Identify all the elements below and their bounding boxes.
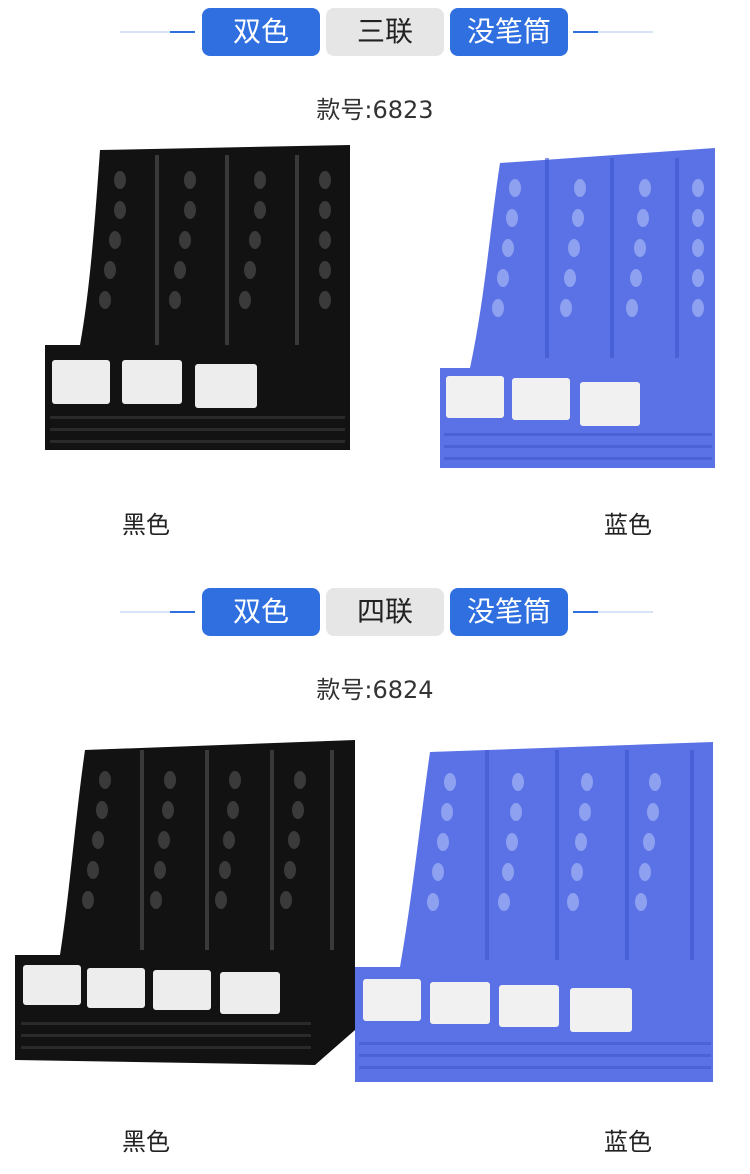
- black-file-rack-image: [45, 145, 350, 450]
- divider-line: [573, 611, 653, 613]
- divider-line: [573, 31, 653, 33]
- tag-no-pen-holder: 没笔筒: [450, 8, 568, 56]
- product-section-6823: 双色 三联 没笔筒 款号:6823: [0, 0, 750, 580]
- product-caption-blue: 蓝色: [604, 1128, 652, 1156]
- tag-three-slot: 三联: [326, 8, 444, 56]
- product-caption-black: 黑色: [122, 511, 170, 539]
- feature-tag-row: 双色 四联 没笔筒: [0, 588, 750, 636]
- product-caption-blue: 蓝色: [604, 511, 652, 539]
- blue-file-rack-image: [440, 148, 715, 468]
- tag-no-pen-holder: 没笔筒: [450, 588, 568, 636]
- model-number: 款号:6824: [316, 676, 434, 704]
- tag-two-color: 双色: [202, 8, 320, 56]
- product-section-6824: 双色 四联 没笔筒 款号:6824: [0, 580, 750, 1174]
- model-number: 款号:6823: [316, 96, 434, 124]
- tag-four-slot: 四联: [326, 588, 444, 636]
- blue-file-rack-image: [355, 742, 713, 1082]
- feature-tag-row: 双色 三联 没笔筒: [0, 8, 750, 56]
- black-file-rack-image: [15, 740, 355, 1065]
- divider-line: [120, 31, 195, 33]
- product-caption-black: 黑色: [122, 1128, 170, 1156]
- tag-two-color: 双色: [202, 588, 320, 636]
- divider-line: [120, 611, 195, 613]
